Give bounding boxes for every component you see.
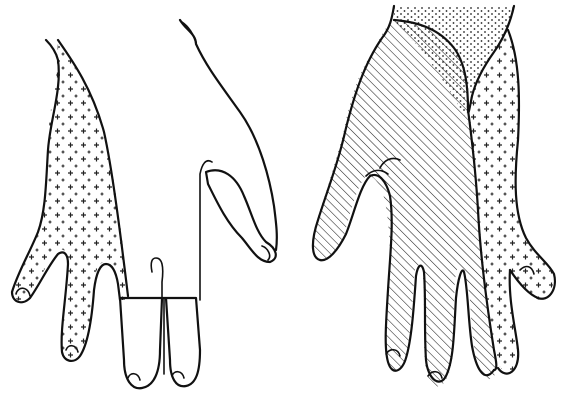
left-hand-hatched-fingers: [120, 298, 200, 388]
right-hand: [313, 6, 555, 387]
left-hand: [12, 20, 277, 388]
left-hand-plus-region: [14, 40, 128, 359]
